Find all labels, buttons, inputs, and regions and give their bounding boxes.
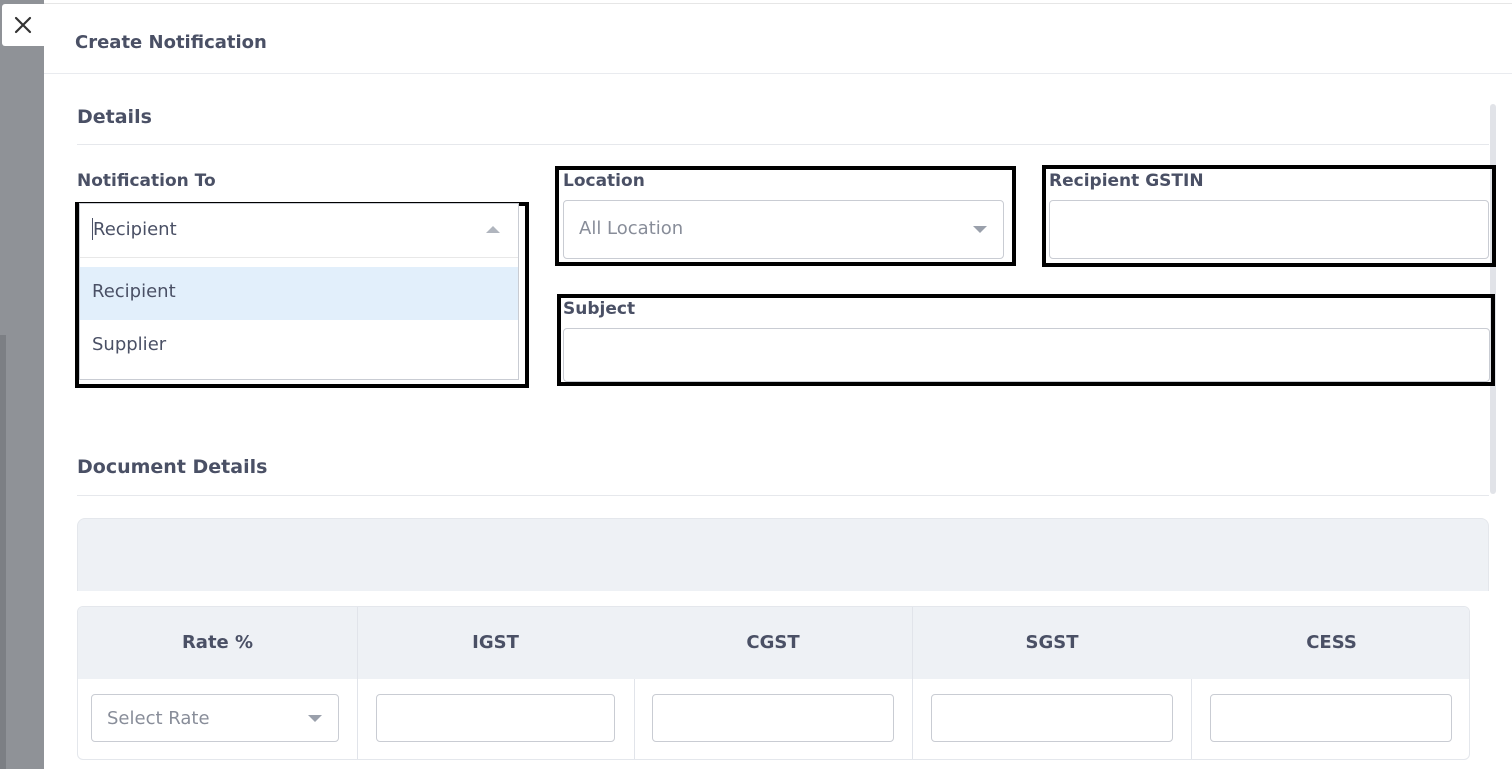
details-divider bbox=[77, 144, 1489, 145]
document-details-section-title: Document Details bbox=[77, 456, 268, 478]
option-label: Supplier bbox=[92, 334, 167, 355]
cgst-input[interactable] bbox=[652, 694, 894, 742]
notification-to-value: Recipient bbox=[93, 219, 177, 240]
igst-input[interactable] bbox=[376, 694, 615, 742]
create-notification-dialog: Create Notification Details Notification… bbox=[44, 4, 1512, 769]
chevron-up-icon bbox=[486, 226, 500, 233]
rate-select[interactable]: Select Rate bbox=[91, 694, 339, 742]
option-supplier[interactable]: Supplier bbox=[80, 320, 518, 373]
page-backdrop bbox=[0, 0, 44, 769]
tax-table-header bbox=[78, 607, 1469, 679]
location-select[interactable]: All Location bbox=[563, 200, 1004, 259]
column-divider bbox=[912, 607, 913, 759]
option-label: Recipient bbox=[92, 281, 176, 302]
column-divider bbox=[357, 607, 358, 759]
document-details-divider bbox=[77, 495, 1489, 496]
notification-to-select[interactable]: Recipient Recipient Supplier bbox=[79, 203, 519, 380]
close-icon bbox=[14, 16, 32, 34]
document-details-header bbox=[77, 518, 1489, 591]
column-header-sgst: SGST bbox=[1025, 632, 1079, 653]
notification-to-label: Notification To bbox=[77, 171, 216, 191]
header-divider bbox=[44, 73, 1512, 74]
column-divider bbox=[1191, 679, 1192, 759]
option-recipient[interactable]: Recipient bbox=[80, 267, 518, 320]
cess-input[interactable] bbox=[1210, 694, 1452, 742]
chevron-down-icon bbox=[973, 226, 987, 233]
sgst-input[interactable] bbox=[931, 694, 1173, 742]
rate-select-placeholder: Select Rate bbox=[107, 708, 210, 729]
location-label: Location bbox=[563, 171, 645, 191]
column-divider bbox=[634, 679, 635, 759]
location-highlight bbox=[555, 166, 1016, 266]
column-header-rate: Rate % bbox=[181, 632, 254, 653]
dialog-title: Create Notification bbox=[75, 32, 267, 53]
subject-highlight bbox=[557, 294, 1495, 386]
close-button[interactable] bbox=[2, 4, 44, 46]
subject-label: Subject bbox=[563, 299, 636, 319]
backdrop-stripe bbox=[0, 335, 6, 769]
top-border bbox=[0, 0, 1512, 4]
tax-rate-table: Rate % IGST CGST SGST CESS Select Rate bbox=[77, 606, 1470, 760]
subject-input[interactable] bbox=[563, 328, 1490, 382]
location-value: All Location bbox=[579, 218, 684, 239]
text-cursor bbox=[92, 218, 93, 240]
recipient-gstin-highlight bbox=[1042, 165, 1496, 267]
column-header-cgst: CGST bbox=[746, 632, 800, 653]
column-header-igst: IGST bbox=[472, 632, 519, 653]
chevron-down-icon bbox=[308, 715, 322, 722]
recipient-gstin-label: Recipient GSTIN bbox=[1049, 171, 1204, 191]
recipient-gstin-input[interactable] bbox=[1049, 200, 1489, 259]
details-section-title: Details bbox=[77, 106, 152, 128]
notification-to-current[interactable]: Recipient bbox=[80, 204, 518, 258]
column-header-cess: CESS bbox=[1306, 632, 1357, 653]
